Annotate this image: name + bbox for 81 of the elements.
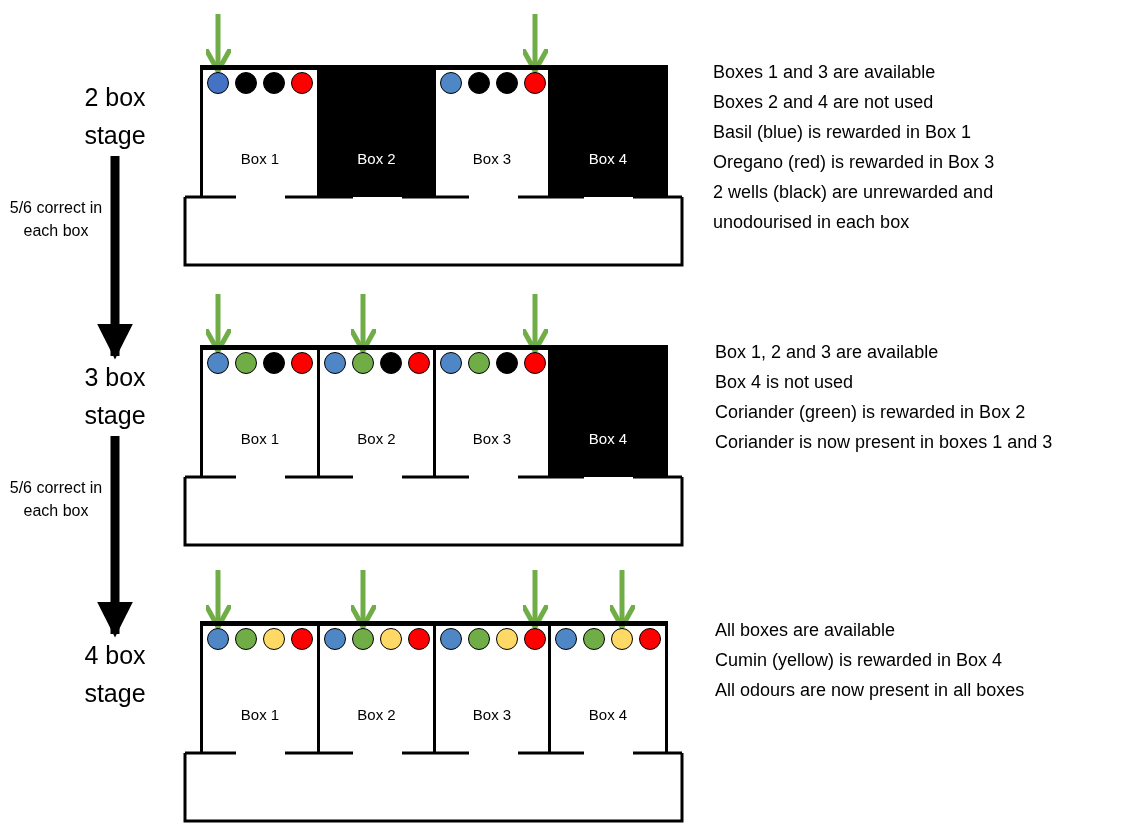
odour-well xyxy=(440,628,462,650)
odour-well xyxy=(468,352,490,374)
odour-well xyxy=(291,72,313,94)
odour-well xyxy=(524,628,546,650)
odour-well xyxy=(263,628,285,650)
reward-arrow xyxy=(203,14,233,74)
odour-well xyxy=(468,628,490,650)
note-text: Basil (blue) is rewarded in Box 1 xyxy=(713,122,972,143)
odour-well xyxy=(380,628,402,650)
odour-well xyxy=(291,628,313,650)
note-text: All odours are now present in all boxes xyxy=(715,680,1025,701)
stage-label: 4 box stage xyxy=(55,636,175,712)
note-text: Box 4 is not used xyxy=(715,372,854,393)
odour-well xyxy=(263,72,285,94)
note-text: 2 wells (black) are unrewarded and xyxy=(713,182,994,203)
box-label: Box 1 xyxy=(240,706,280,723)
odour-well xyxy=(324,352,346,374)
reward-arrow xyxy=(520,14,550,74)
reward-arrow xyxy=(520,570,550,630)
box-compartment xyxy=(200,345,320,477)
odour-well xyxy=(324,628,346,650)
note-text: Coriander is now present in boxes 1 and 3 xyxy=(715,432,1053,453)
odour-well xyxy=(291,352,313,374)
box-compartment xyxy=(548,621,668,753)
odour-well xyxy=(555,628,577,650)
odour-well xyxy=(524,352,546,374)
odour-well xyxy=(440,72,462,94)
box-label: Box 3 xyxy=(472,430,512,447)
reward-arrow xyxy=(348,570,378,630)
note-text: Box 1, 2 and 3 are available xyxy=(715,342,939,363)
unused-box-compartment xyxy=(548,345,668,477)
box-label: Box 2 xyxy=(357,706,396,723)
reward-arrow xyxy=(203,570,233,630)
box-compartment xyxy=(200,621,320,753)
stage-arrow xyxy=(97,156,133,360)
unused-box-compartment xyxy=(548,65,668,197)
box-label: Box 3 xyxy=(472,150,512,167)
stage-label: 3 box stage xyxy=(55,358,175,434)
note-text: unodourised in each box xyxy=(713,212,910,233)
box-label: Box 3 xyxy=(472,706,512,723)
odour-well xyxy=(583,628,605,650)
reward-arrow xyxy=(203,294,233,354)
odour-well xyxy=(380,352,402,374)
odour-well xyxy=(352,628,374,650)
odour-well xyxy=(639,628,661,650)
box-label: Box 4 xyxy=(588,706,628,723)
box-label: Box 4 xyxy=(588,150,628,167)
stage-label: 2 box stage xyxy=(55,78,175,154)
odour-well xyxy=(408,628,430,650)
box-label: Box 1 xyxy=(240,150,280,167)
note-text: Coriander (green) is rewarded in Box 2 xyxy=(715,402,1026,423)
box-label: Box 4 xyxy=(588,430,628,447)
odour-well xyxy=(611,628,633,650)
box-label: Box 1 xyxy=(240,430,280,447)
odour-well xyxy=(263,352,285,374)
note-text: Oregano (red) is rewarded in Box 3 xyxy=(713,152,995,173)
reward-arrow xyxy=(520,294,550,354)
odour-well xyxy=(408,352,430,374)
odour-well xyxy=(440,352,462,374)
odour-well xyxy=(352,352,374,374)
note-text: Boxes 2 and 4 are not used xyxy=(713,92,934,113)
stage-arrow xyxy=(97,436,133,638)
note-text: Boxes 1 and 3 are available xyxy=(713,62,936,83)
box-label: Box 2 xyxy=(357,430,396,447)
odour-well xyxy=(207,72,229,94)
odour-well xyxy=(524,72,546,94)
note-text: All boxes are available xyxy=(715,620,896,641)
unused-box-compartment xyxy=(317,65,436,197)
odour-well xyxy=(207,628,229,650)
odour-well xyxy=(207,352,229,374)
odour-well xyxy=(496,72,518,94)
reward-arrow xyxy=(607,570,637,630)
odour-well xyxy=(496,628,518,650)
reward-arrow xyxy=(348,294,378,354)
odour-well xyxy=(496,352,518,374)
box-label: Box 2 xyxy=(357,150,396,167)
note-text: Cumin (yellow) is rewarded in Box 4 xyxy=(715,650,1003,671)
odour-well xyxy=(235,72,257,94)
odour-well xyxy=(235,628,257,650)
odour-well xyxy=(235,352,257,374)
odour-well xyxy=(468,72,490,94)
